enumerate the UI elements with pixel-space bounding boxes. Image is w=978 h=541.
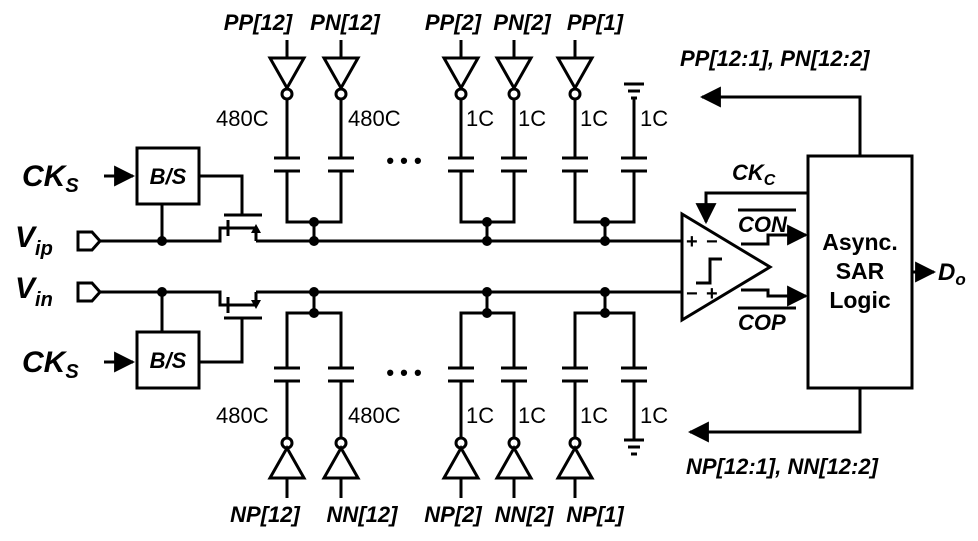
buffer-nn2 bbox=[494, 436, 534, 498]
sar-logic-block: Async. SAR Logic Do PP[12:1], PN[12:2] N… bbox=[680, 46, 966, 479]
capacitor bbox=[621, 366, 647, 383]
capacitor bbox=[448, 156, 474, 173]
label-pn2: PN[2] bbox=[493, 10, 551, 35]
cap-label-480c: 480C bbox=[348, 403, 401, 428]
buffer-np2 bbox=[441, 436, 481, 498]
label-np1: NP[1] bbox=[566, 502, 624, 527]
label-nn12: NN[12] bbox=[327, 502, 399, 527]
cks-bottom: CKS bbox=[22, 346, 136, 383]
top-cap-labels: 480C 480C 1C 1C 1C 1C bbox=[216, 106, 668, 131]
sar-line1: Async. bbox=[822, 229, 897, 255]
con-label: CON bbox=[738, 212, 788, 237]
bootstrap-block-top: B/S bbox=[135, 146, 244, 241]
bs-label: B/S bbox=[150, 164, 187, 189]
cap-label-1c: 1C bbox=[518, 106, 546, 131]
cap-label-1c: 1C bbox=[580, 106, 608, 131]
buffer-pp2 bbox=[441, 40, 481, 101]
vip-label: Vip bbox=[15, 221, 53, 260]
ground-symbol-top bbox=[624, 82, 644, 158]
con-line bbox=[741, 224, 809, 246]
comparator-triangle bbox=[680, 211, 773, 323]
label-pp1: PP[1] bbox=[567, 10, 624, 35]
cap-label-480c: 480C bbox=[216, 403, 269, 428]
vip-input: Vip bbox=[15, 221, 228, 260]
sar-line2: SAR bbox=[836, 258, 885, 284]
capacitor bbox=[501, 156, 527, 173]
bottom-cap-top-wiring bbox=[285, 292, 636, 368]
bus-bottom-label: NP[12:1], NN[12:2] bbox=[686, 454, 879, 479]
capacitor bbox=[328, 366, 354, 383]
cap-label-1c: 1C bbox=[466, 106, 494, 131]
do-label: Do bbox=[938, 259, 966, 289]
capacitor bbox=[562, 366, 588, 383]
cks-label: CKS bbox=[22, 160, 79, 197]
hysteresis-icon bbox=[696, 257, 722, 285]
label-pp2: PP[2] bbox=[425, 10, 482, 35]
buffer-pp1 bbox=[555, 40, 595, 101]
cap-label-480c: 480C bbox=[216, 106, 269, 131]
top-signal-labels: PP[12] PN[12] PP[2] PN[2] PP[1] bbox=[224, 10, 624, 35]
label-pp12: PP[12] bbox=[224, 10, 293, 35]
vin-input-port bbox=[76, 281, 103, 303]
capacitor bbox=[562, 156, 588, 173]
capacitor bbox=[274, 366, 300, 383]
capacitor bbox=[621, 156, 647, 173]
ckc-line bbox=[695, 191, 808, 225]
buffer-np1 bbox=[555, 436, 595, 498]
vip-input-port bbox=[76, 230, 103, 252]
top-capacitors bbox=[274, 156, 647, 173]
buffer-np12 bbox=[267, 436, 307, 498]
capacitor bbox=[274, 156, 300, 173]
buffer-nn12 bbox=[321, 436, 361, 498]
comparator-plus: + bbox=[686, 231, 698, 253]
cap-label-1c: 1C bbox=[466, 403, 494, 428]
cks-top: CKS bbox=[22, 160, 136, 197]
cap-label-480c: 480C bbox=[348, 106, 401, 131]
bootstrap-block-bottom: B/S bbox=[135, 292, 244, 390]
top-cap-wires bbox=[285, 99, 577, 158]
label-np12: NP[12] bbox=[230, 502, 300, 527]
capacitor bbox=[448, 366, 474, 383]
cap-label-1c: 1C bbox=[640, 403, 668, 428]
top-buffers bbox=[267, 40, 595, 101]
ellipsis-bottom: • • • bbox=[386, 360, 421, 385]
bus-top-label: PP[12:1], PN[12:2] bbox=[680, 46, 870, 71]
bottom-signal-labels: NP[12] NN[12] NP[2] NN[2] NP[1] bbox=[230, 502, 624, 527]
vin-input: Vin bbox=[15, 272, 228, 311]
cap-label-1c: 1C bbox=[640, 106, 668, 131]
ckc-label: CKC bbox=[732, 160, 776, 189]
capacitor bbox=[328, 156, 354, 173]
comparator-minus: − bbox=[686, 283, 698, 305]
top-cap-bottom-wiring bbox=[285, 171, 636, 241]
junction-dots bbox=[157, 217, 610, 318]
bus-bottom-arrow bbox=[687, 388, 862, 443]
cks-label: CKS bbox=[22, 346, 79, 383]
sar-line3: Logic bbox=[829, 287, 891, 313]
bottom-cap-wires bbox=[285, 381, 636, 440]
comparator: + − − + CKC CON COP bbox=[680, 160, 809, 335]
buffer-pn2 bbox=[494, 40, 534, 101]
cop-label: COP bbox=[738, 310, 786, 335]
bottom-cap-labels: 480C 480C 1C 1C 1C 1C bbox=[216, 403, 668, 428]
buffer-pp12 bbox=[267, 40, 307, 101]
cap-label-1c: 1C bbox=[518, 403, 546, 428]
buffer-pn12 bbox=[321, 40, 361, 101]
comparator-minus: − bbox=[706, 231, 718, 253]
bus-top-arrow bbox=[699, 86, 862, 156]
ground-symbol-bottom bbox=[624, 438, 644, 456]
bottom-capacitors bbox=[274, 366, 647, 383]
cop-line bbox=[741, 285, 809, 307]
label-pn12: PN[12] bbox=[310, 10, 380, 35]
bs-label: B/S bbox=[150, 348, 187, 373]
capacitor bbox=[501, 366, 527, 383]
vin-label: Vin bbox=[15, 272, 53, 311]
bottom-buffers bbox=[267, 436, 595, 498]
comparator-plus: + bbox=[706, 283, 718, 305]
label-np2: NP[2] bbox=[424, 502, 482, 527]
label-nn2: NN[2] bbox=[495, 502, 554, 527]
cap-label-1c: 1C bbox=[580, 403, 608, 428]
ellipsis-top: • • • bbox=[386, 148, 421, 173]
